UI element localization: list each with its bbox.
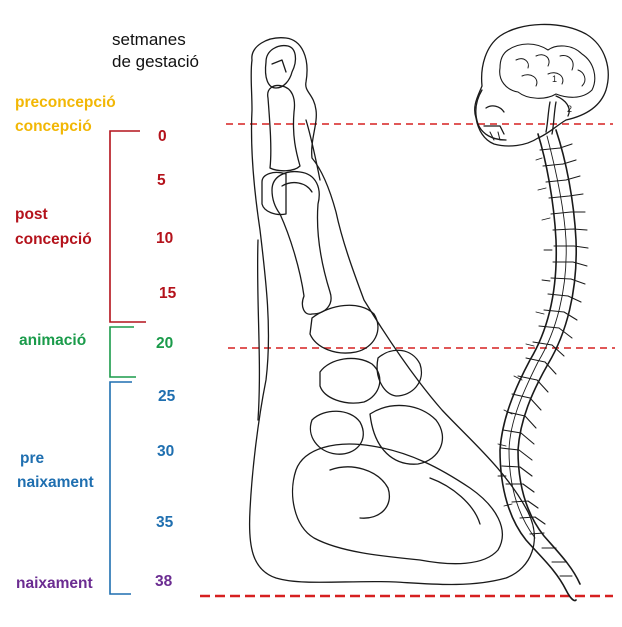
week-15: 15 <box>159 285 177 302</box>
spine-skull-illustration: 1 2 <box>474 23 609 602</box>
label-preconcepcio: preconcepció <box>15 94 116 111</box>
week-25: 25 <box>158 388 176 405</box>
label-naixament: naixament <box>16 575 93 592</box>
label-post-concepcio: concepció <box>15 231 92 248</box>
bracket-pre-naixament <box>109 381 132 595</box>
label-concepcio: concepció <box>15 118 92 135</box>
svg-text:1: 1 <box>552 74 557 84</box>
header-de-gestacio: de gestació <box>112 52 199 71</box>
week-0: 0 <box>158 128 167 145</box>
bracket-post-concepcio <box>109 130 146 323</box>
label-pre-naixament: naixament <box>17 474 94 491</box>
label-post: post <box>15 206 48 223</box>
label-animacio: animació <box>19 332 87 349</box>
week-10: 10 <box>156 230 174 247</box>
week-38: 38 <box>155 573 173 590</box>
week-30: 30 <box>157 443 175 460</box>
header-setmanes: setmanes <box>112 30 186 49</box>
svg-text:2: 2 <box>567 104 572 114</box>
week-20: 20 <box>156 335 174 352</box>
week-35: 35 <box>156 514 174 531</box>
bracket-animacio <box>109 326 136 378</box>
label-pre: pre <box>20 450 45 467</box>
foot-skeleton-illustration <box>248 37 535 586</box>
week-5: 5 <box>157 172 166 189</box>
